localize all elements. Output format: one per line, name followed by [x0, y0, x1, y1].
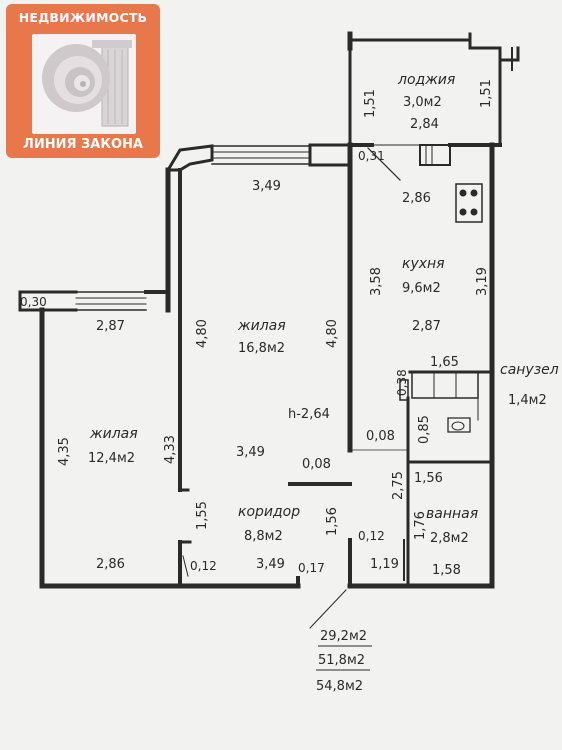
dim-155: 1,55 [195, 501, 210, 530]
bath-name: ванная [426, 506, 478, 522]
living-big-area: 16,8м2 [238, 341, 285, 356]
wall [498, 46, 520, 62]
total-living-area: 29,2м2 [320, 629, 367, 644]
kitchen-area: 9,6м2 [402, 281, 441, 296]
total-with-loggia: 54,8м2 [316, 679, 363, 694]
corridor-area: 8,8м2 [244, 529, 283, 544]
dim-358: 3,58 [369, 267, 384, 296]
dim-156-bath: 1,56 [414, 471, 443, 486]
stove-burner [459, 208, 467, 216]
dim-017: 0,17 [298, 561, 325, 575]
door-leaf [367, 147, 401, 181]
dim-275: 2,75 [391, 471, 406, 500]
dim-287-kitchen: 2,87 [412, 319, 441, 334]
dim-349-top: 3,49 [252, 179, 281, 194]
stove-burner [459, 189, 467, 197]
dim-loggia-left: 1,51 [363, 89, 378, 118]
toilet [451, 421, 465, 431]
corridor-name: коридор [238, 504, 300, 520]
dim-435: 4,35 [57, 437, 72, 466]
stove-burner [470, 208, 478, 216]
wall [308, 143, 352, 167]
loggia-dim: 2,84 [410, 117, 439, 132]
shaft [399, 379, 409, 401]
dim-349-mid: 3,49 [236, 445, 265, 460]
wall [165, 144, 214, 172]
dim-030: 0,30 [20, 295, 47, 309]
living-small-area: 12,4м2 [88, 451, 135, 466]
wall [468, 32, 502, 147]
dim-038: 0,38 [395, 369, 409, 396]
dim-433: 4,33 [163, 435, 178, 464]
wc-name: санузел [500, 362, 559, 378]
total-area: 51,8м2 [318, 653, 365, 668]
washing-appliances [411, 371, 479, 399]
column-scroll-icon [32, 34, 136, 134]
logo-bottom-text: ЛИНИЯ ЗАКОНА [23, 137, 143, 152]
bath-area: 2,8м2 [430, 531, 469, 546]
leader-line [309, 589, 347, 629]
living-small-name: жилая [89, 426, 138, 442]
living-big-name: жилая [237, 318, 286, 334]
toilet [447, 417, 471, 433]
dim-height: h-2,64 [288, 407, 330, 422]
dim-349-bottom: 3,49 [256, 557, 285, 572]
door-leaf [182, 555, 189, 577]
stove [455, 183, 483, 223]
dim-031: 0,31 [358, 149, 385, 163]
dim-287-left: 2,87 [96, 319, 125, 334]
dim-480-right: 4,80 [325, 319, 340, 348]
dim-319: 3,19 [475, 267, 490, 296]
agency-logo: НЕДВИЖИМОСТЬ ЛИНИЯ ЗАКОНА [6, 4, 160, 158]
dim-012-left: 0,12 [190, 559, 217, 573]
dim-165: 1,65 [430, 355, 459, 370]
loggia-name: лоджия [397, 72, 455, 88]
dim-008-left: 0,08 [366, 429, 395, 444]
dim-loggia-right: 1,51 [479, 79, 494, 108]
dim-008-mid: 0,08 [302, 457, 331, 472]
dim-119: 1,19 [370, 557, 399, 572]
dim-156-corr: 1,56 [325, 507, 340, 536]
loggia-area: 3,0м2 [403, 95, 442, 110]
dim-176: 1,76 [413, 511, 428, 540]
dim-286: 2,86 [402, 191, 431, 206]
window [419, 144, 451, 166]
dim-480-left: 4,80 [195, 319, 210, 348]
dim-085: 0,85 [417, 415, 432, 444]
dim-158: 1,58 [432, 563, 461, 578]
logo-top-text: НЕДВИЖИМОСТЬ [18, 10, 148, 25]
wc-area: 1,4м2 [508, 393, 547, 408]
dim-286-bottom: 2,86 [96, 557, 125, 572]
kitchen-name: кухня [402, 256, 445, 272]
dim-012-right: 0,12 [358, 529, 385, 543]
stove-burner [470, 189, 478, 197]
